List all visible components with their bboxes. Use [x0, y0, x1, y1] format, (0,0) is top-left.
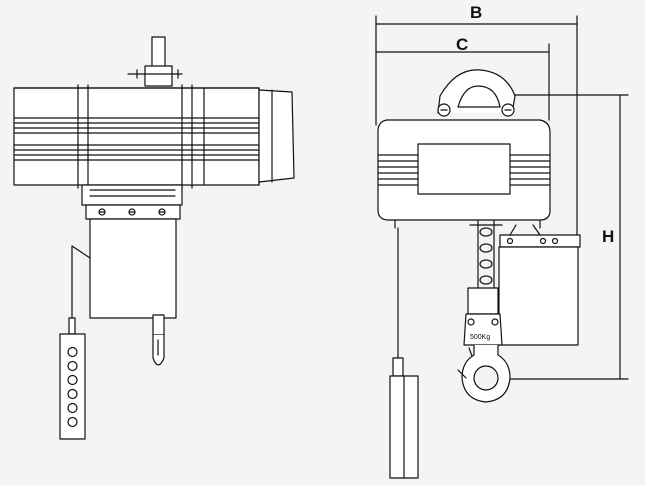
chain-container-front [498, 224, 581, 346]
capacity-label: 500Kg [470, 334, 490, 341]
dim-label-c: C [456, 35, 468, 54]
dimension-h: H [504, 94, 629, 380]
load-chain [469, 219, 503, 291]
chain-container [89, 218, 177, 319]
hook-block: 500Kg [463, 287, 503, 346]
pendant-button [67, 388, 78, 400]
pendant-control [59, 317, 86, 440]
pendant-button [67, 374, 78, 386]
pendant-button [67, 402, 78, 414]
dimension-b: B [375, 3, 578, 237]
pendant-button [67, 346, 78, 358]
dim-label-b: B [470, 3, 482, 22]
front-view: B C H [375, 3, 629, 479]
motor-housing [13, 84, 295, 189]
pendant-button [67, 360, 78, 372]
hoist-body [377, 119, 551, 229]
pendant-cable [71, 245, 91, 329]
pendant-control-front [389, 357, 419, 479]
dimension-c: C [375, 35, 550, 121]
bottom-hook [152, 314, 165, 366]
top-hook [127, 36, 183, 87]
side-view [13, 36, 295, 440]
load-hook [457, 344, 511, 403]
pendant-button [67, 416, 78, 428]
chain-guide [81, 184, 183, 220]
dim-label-h: H [602, 227, 614, 246]
top-hook-front [437, 69, 516, 117]
